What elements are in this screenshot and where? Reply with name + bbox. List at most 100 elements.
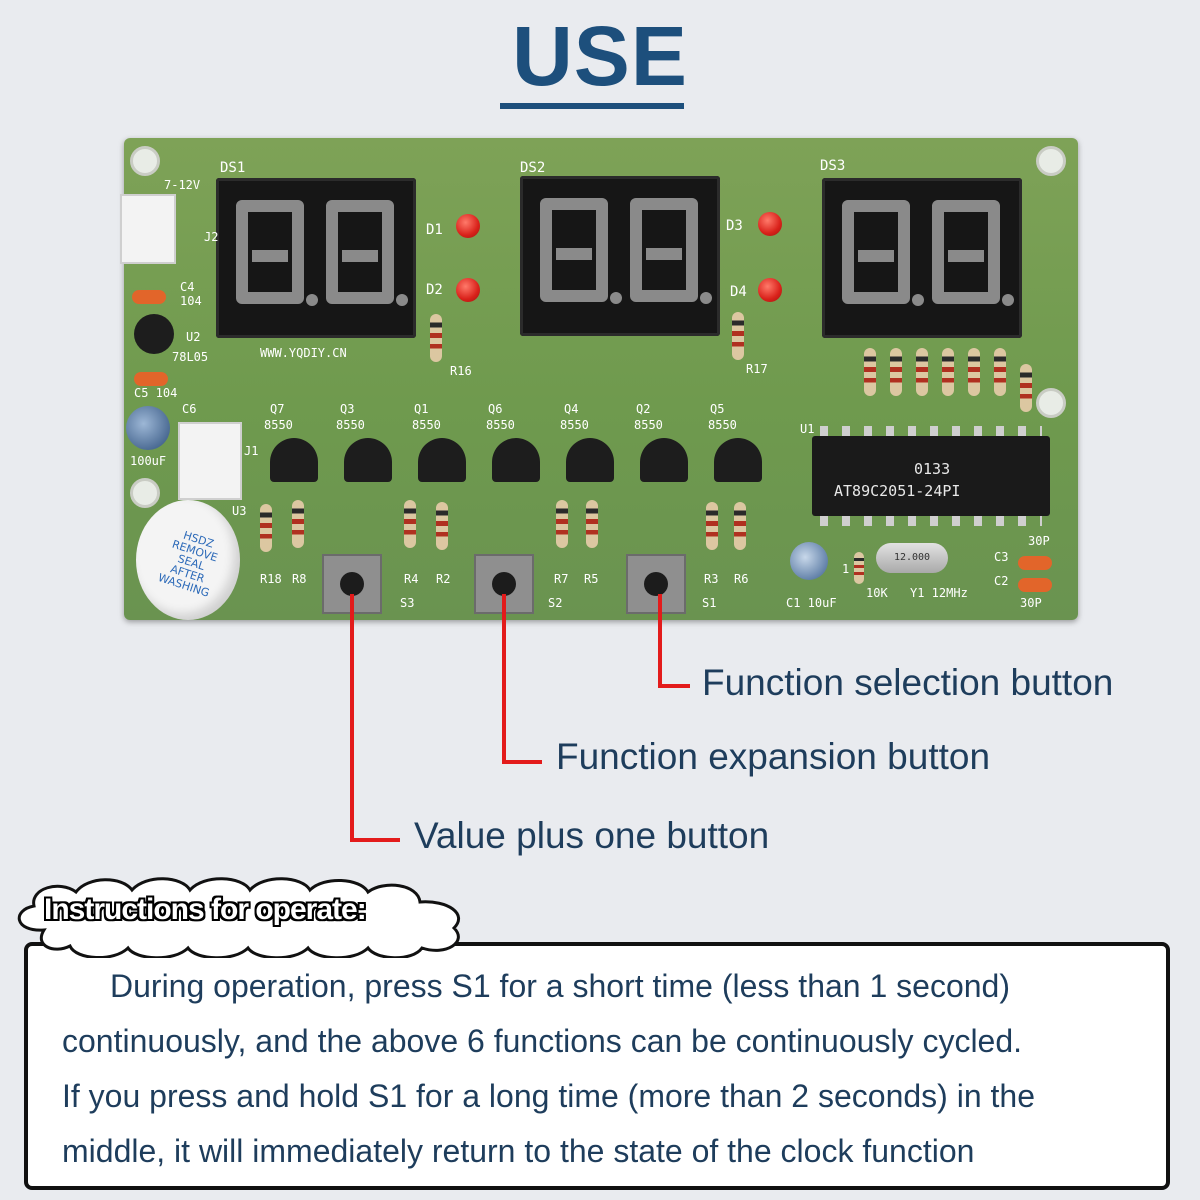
r7-label: R7 xyxy=(554,572,569,586)
c6-label: C6 xyxy=(182,402,197,416)
decimal-point xyxy=(912,294,924,306)
ceramic-capacitor-c4 xyxy=(132,290,166,304)
c1-label: C1 10uF xyxy=(786,596,837,610)
instruction-line-4: middle, it will immediately return to th… xyxy=(62,1133,975,1169)
c2-label: C2 xyxy=(994,574,1009,588)
r1-label: 1 xyxy=(842,562,850,576)
electrolytic-capacitor-c1 xyxy=(790,542,828,580)
chip-code: 0133 xyxy=(914,460,951,478)
r5-label: R5 xyxy=(584,572,599,586)
callout-line-s3-vertical xyxy=(350,594,354,842)
resistor-r1 xyxy=(854,552,864,584)
callout-line-s1-vertical xyxy=(658,594,662,688)
transistor-q1 xyxy=(418,438,466,482)
s3-label: S3 xyxy=(400,596,415,610)
crystal-y1: 12.000 xyxy=(876,543,948,573)
r16-label: R16 xyxy=(450,364,472,378)
resistor-r5 xyxy=(586,500,598,548)
callout-line-s2-vertical xyxy=(502,594,506,764)
q2-label: Q2 xyxy=(636,402,651,416)
callout-line-s1-horizontal xyxy=(658,684,690,688)
resistor-r8 xyxy=(292,500,304,548)
resistor xyxy=(994,348,1006,396)
s1-label: S1 xyxy=(702,596,717,610)
q5-type: 8550 xyxy=(708,418,737,432)
led-d3 xyxy=(758,212,782,236)
instructions-box xyxy=(24,942,1170,1190)
led-d2 xyxy=(456,278,480,302)
cloud-badge xyxy=(17,877,461,958)
digit xyxy=(842,200,910,304)
led-d4 xyxy=(758,278,782,302)
q5-label: Q5 xyxy=(710,402,725,416)
transistor-q7 xyxy=(270,438,318,482)
digit xyxy=(540,198,608,302)
s2-label: S2 xyxy=(548,596,563,610)
page-title: USE xyxy=(512,9,688,103)
q4-type: 8550 xyxy=(560,418,589,432)
instructions-heading: Instructions for operate: xyxy=(44,893,367,926)
push-button-s1[interactable] xyxy=(626,554,686,614)
ds3-label: DS3 xyxy=(820,158,846,174)
mounting-hole xyxy=(130,146,160,176)
resistor xyxy=(1020,364,1032,412)
ceramic-capacitor-c3 xyxy=(1018,556,1052,570)
q2-type: 8550 xyxy=(634,418,663,432)
resistor xyxy=(890,348,902,396)
c3-label: C3 xyxy=(994,550,1009,564)
d3-label: D3 xyxy=(726,218,743,234)
led-d1 xyxy=(456,214,480,238)
electrolytic-capacitor-c6 xyxy=(126,406,170,450)
resistor xyxy=(864,348,876,396)
d2-label: D2 xyxy=(426,282,443,298)
q6-type: 8550 xyxy=(486,418,515,432)
d1-label: D1 xyxy=(426,222,443,238)
seven-segment-display-ds1 xyxy=(216,178,416,338)
seven-segment-display-ds3 xyxy=(822,178,1022,338)
instruction-line-1: During operation, press S1 for a short t… xyxy=(110,968,1010,1004)
resistor xyxy=(916,348,928,396)
q7-type: 8550 xyxy=(264,418,293,432)
u3-label: U3 xyxy=(232,504,247,518)
y1-label: Y1 12MHz xyxy=(910,586,968,600)
title-underline xyxy=(500,103,684,109)
instruction-line-2: continuously, and the above 6 functions … xyxy=(62,1023,1023,1059)
u2-label: U2 xyxy=(186,330,201,344)
resistor-r17 xyxy=(732,312,744,360)
microcontroller-u1: 0133 AT89C2051-24PI xyxy=(812,426,1050,526)
resistor-r7 xyxy=(556,500,568,548)
q1-type: 8550 xyxy=(412,418,441,432)
q1-label: Q1 xyxy=(414,402,429,416)
website-label: WWW.YQDIY.CN xyxy=(260,346,347,360)
regulator-u2 xyxy=(134,314,174,354)
decimal-point xyxy=(396,294,408,306)
seven-segment-display-ds2 xyxy=(520,176,720,336)
r3-label: R3 xyxy=(704,572,719,586)
transistor-q3 xyxy=(344,438,392,482)
j1-label: J1 xyxy=(244,444,259,458)
q3-label: Q3 xyxy=(340,402,355,416)
decimal-point xyxy=(610,292,622,304)
callout-line-s2-horizontal xyxy=(502,760,542,764)
digit xyxy=(630,198,698,302)
c4-label: C4 xyxy=(180,280,195,294)
c6-value: 100uF xyxy=(130,454,167,468)
r8-label: R8 xyxy=(292,572,307,586)
digit xyxy=(932,200,1000,304)
r18-label: R18 xyxy=(260,572,282,586)
resistor xyxy=(942,348,954,396)
mounting-hole xyxy=(1036,388,1066,418)
push-button-s3[interactable] xyxy=(322,554,382,614)
ceramic-capacitor-c5 xyxy=(134,372,168,386)
digit xyxy=(326,200,394,304)
ds1-label: DS1 xyxy=(220,160,246,176)
j2-label: J2 xyxy=(204,230,219,244)
resistor-r18 xyxy=(260,504,272,552)
c2-value: 30P xyxy=(1020,596,1042,610)
chip-pins xyxy=(820,516,1042,526)
transistor-q2 xyxy=(640,438,688,482)
mounting-hole xyxy=(1036,146,1066,176)
callout-function-expansion: Function expansion button xyxy=(556,736,991,777)
resistor xyxy=(968,348,980,396)
c5-label: C5 104 xyxy=(134,386,178,400)
